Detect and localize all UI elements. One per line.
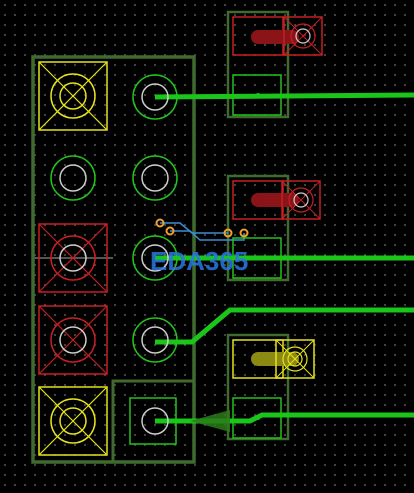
- pad-r3[interactable]: [132, 235, 178, 281]
- pad-l2[interactable]: [50, 155, 96, 201]
- via-1[interactable]: [155, 218, 165, 228]
- track-4-arrow: [190, 410, 230, 432]
- pad-r2[interactable]: [132, 155, 178, 201]
- pad-l1[interactable]: [38, 61, 108, 131]
- track-3[interactable]: [155, 307, 414, 345]
- smd-outline-3: [226, 333, 290, 441]
- smd-outline-2: [226, 174, 290, 282]
- inner-trace-1: [160, 222, 228, 234]
- via-4[interactable]: [239, 228, 249, 238]
- pad-r5[interactable]: [129, 397, 177, 445]
- pad-l3[interactable]: [38, 223, 108, 293]
- smd-outline-1: [226, 10, 290, 119]
- track-1[interactable]: [154, 92, 414, 100]
- pad-r4[interactable]: [132, 317, 178, 363]
- pad-l5[interactable]: [38, 386, 108, 456]
- smd-part-4[interactable]: [232, 397, 282, 439]
- pad-r1[interactable]: [132, 74, 178, 120]
- pad-l4[interactable]: [38, 305, 108, 375]
- smd-part-1[interactable]: [232, 16, 323, 116]
- via-3[interactable]: [223, 228, 233, 238]
- via-2[interactable]: [165, 226, 175, 236]
- smd-part-3[interactable]: [232, 339, 315, 379]
- smd-part-2[interactable]: [232, 180, 321, 279]
